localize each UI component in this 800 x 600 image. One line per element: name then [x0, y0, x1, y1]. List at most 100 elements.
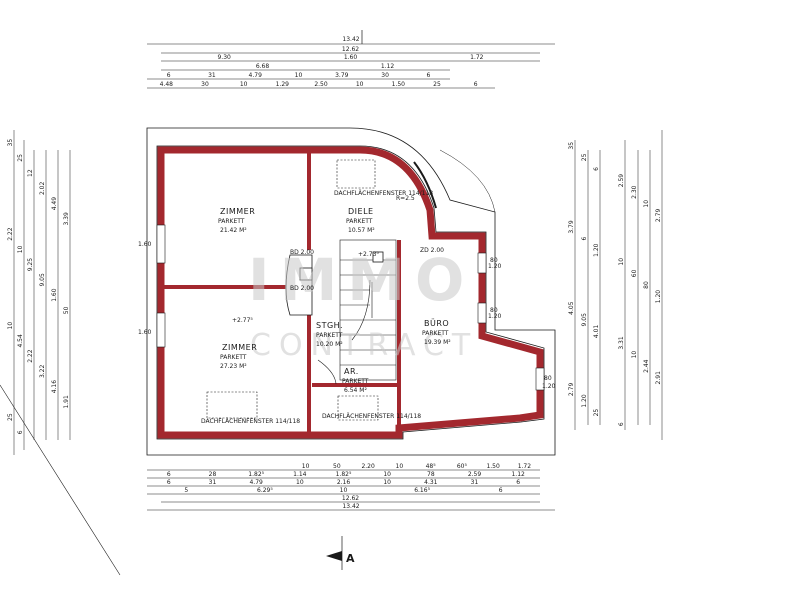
windows [156, 161, 545, 391]
top-dim-row5-value: 30 [381, 72, 389, 79]
left-dim-value: 9.25 [27, 258, 34, 272]
left-dim-lines [13, 130, 71, 455]
right-dim-lines [574, 130, 663, 440]
bottom-dim-row2-value: 1.82⁵ [248, 471, 264, 478]
bottom-dim-row1-value: 48⁵ [426, 463, 437, 470]
right-dim-value: 25 [593, 409, 600, 417]
top-dim-row4-value: 6.68 [256, 63, 270, 70]
room-floor: PARKETT [342, 378, 369, 385]
right-dim-value: 1.20 [593, 243, 600, 257]
bottom-dim-row1-value: 60⁵ [457, 463, 468, 470]
bottom-dim-row3-value: 31 [471, 479, 479, 486]
top-dim-row6-value: 1.29 [276, 81, 290, 88]
bottom-dim-row1-value: 2.20 [361, 463, 375, 470]
room-floor: PARKETT [220, 354, 247, 361]
room-zimmer1: ZIMMER PARKETT 21.42 M² [218, 207, 255, 234]
top-dim-row5-value: 6 [167, 72, 171, 79]
chimneys [299, 251, 384, 281]
bottom-dim-row4-value: 10 [340, 487, 348, 494]
left-dim-value: 3.22 [39, 365, 46, 379]
bottom-dim-row2-value: 28 [209, 471, 217, 478]
right-dim-value: 2.79 [655, 209, 662, 223]
left-dim-value: 4.54 [17, 334, 24, 348]
room-name: BÜRO [424, 318, 449, 328]
bottom-dim-row1-value: 10 [302, 463, 310, 470]
bottom-dim-row3-value: 10 [296, 479, 304, 486]
left-dim-value: 10 [7, 322, 14, 330]
left-dimensions: 3525122.024.493.392.22109.259.051.605010… [7, 139, 70, 435]
bottom-dim-row1-value: 50 [333, 463, 341, 470]
top-dim-row5-value: 6 [426, 72, 430, 79]
bottom-dim-row4-value: 6.29⁵ [257, 487, 273, 494]
top-dim-row6-value: 4.48 [160, 81, 174, 88]
staircase [339, 239, 397, 381]
top-dim-row4-value: 1.12 [381, 63, 395, 70]
section-marker: A [326, 536, 355, 570]
bd-mark-1: BD 2.00 [290, 249, 314, 256]
room-area: 19.39 M² [424, 339, 451, 346]
left-dim-value: 12 [27, 169, 34, 177]
num-80c: 80 [544, 375, 552, 382]
right-dimensions: 352562.592.30102.793.7961.201060801.204.… [568, 142, 662, 426]
right-dim-value: 6 [618, 422, 625, 426]
bottom-dim-row4-value: 5 [184, 487, 188, 494]
top-dim-row2-value: 12.62 [342, 46, 359, 53]
left-dim-value: 35 [7, 139, 14, 147]
angle-arc [439, 149, 496, 213]
top-dim-row6-value: 25 [433, 81, 441, 88]
top-dim-row5-value: 3.79 [335, 72, 349, 79]
room-area: 10.20 M² [316, 341, 343, 348]
section-line [0, 384, 121, 576]
right-dim-value: 35 [568, 142, 575, 150]
left-dim-value: 50 [63, 306, 70, 314]
right-dim-value: 6 [593, 167, 600, 171]
room-name: DIELE [348, 207, 374, 216]
right-dim-value: 10 [631, 351, 638, 359]
bottom-dim-row2-value: 6 [167, 471, 171, 478]
top-dim-row6-value: 1.50 [392, 81, 406, 88]
right-dim-value: 9.05 [581, 313, 588, 327]
window-mark-right-mid: 1.20 [488, 313, 502, 320]
num-80b: 80 [490, 307, 498, 314]
outer-walls [157, 146, 544, 439]
window-mark-left-upper: 1.60 [138, 241, 152, 248]
bottom-dim-row2-value: 78 [427, 471, 435, 478]
room-zimmer2: ZIMMER PARKETT 27.23 M² [220, 343, 257, 370]
skylight-label-ar: DACHFLÄCHENFENSTER 114/118 [322, 413, 421, 420]
right-dim-value: 4.05 [568, 301, 575, 315]
top-dim-row5-value: 10 [295, 72, 303, 79]
right-dim-value: 60 [631, 269, 638, 277]
room-area: 21.42 M² [220, 227, 247, 234]
right-dim-value: 1.20 [655, 290, 662, 304]
left-dim-value: 9.05 [39, 273, 46, 287]
bottom-dim-row1-value: 10 [396, 463, 404, 470]
top-dim-row6-value: 30 [201, 81, 209, 88]
room-ar: AR. PARKETT 6.54 M² [342, 367, 369, 394]
num-80a: 80 [490, 257, 498, 264]
skylight-label-zimmer2: DACHFLÄCHENFENSTER 114/118 [201, 418, 300, 425]
window-mark-left-lower: 1.60 [138, 329, 152, 336]
room-floor: PARKETT [422, 330, 449, 337]
bottom-dim-row2-value: 1.82⁵ [336, 471, 352, 478]
window-mark-right-upper: 1.20 [488, 263, 502, 270]
bottom-dim-row6-value: 13.42 [342, 503, 359, 510]
bottom-dim-row3-value: 4.79 [249, 479, 263, 486]
watermark-line1: IMMO [248, 246, 474, 314]
left-dim-value: 10 [17, 245, 24, 253]
top-dim-row3-value: 1.60 [344, 54, 358, 61]
top-dim-row6-value: 10 [356, 81, 364, 88]
left-dim-value: 6 [17, 430, 24, 434]
room-floor: PARKETT [316, 332, 343, 339]
door-swing [317, 359, 337, 385]
top-dim-row5-value: 4.79 [249, 72, 263, 79]
right-dim-value: 2.79 [568, 383, 575, 397]
top-dim-row6-value: 10 [240, 81, 248, 88]
right-dim-value: 80 [643, 281, 650, 289]
left-dim-value: 25 [17, 154, 24, 162]
room-name: STGH. [316, 321, 343, 330]
room-diele: DIELE PARKETT 10.57 M² [346, 207, 375, 234]
bottom-dim-row4-value: 6 [499, 487, 503, 494]
window-mark-buro: 1.20 [542, 383, 556, 390]
